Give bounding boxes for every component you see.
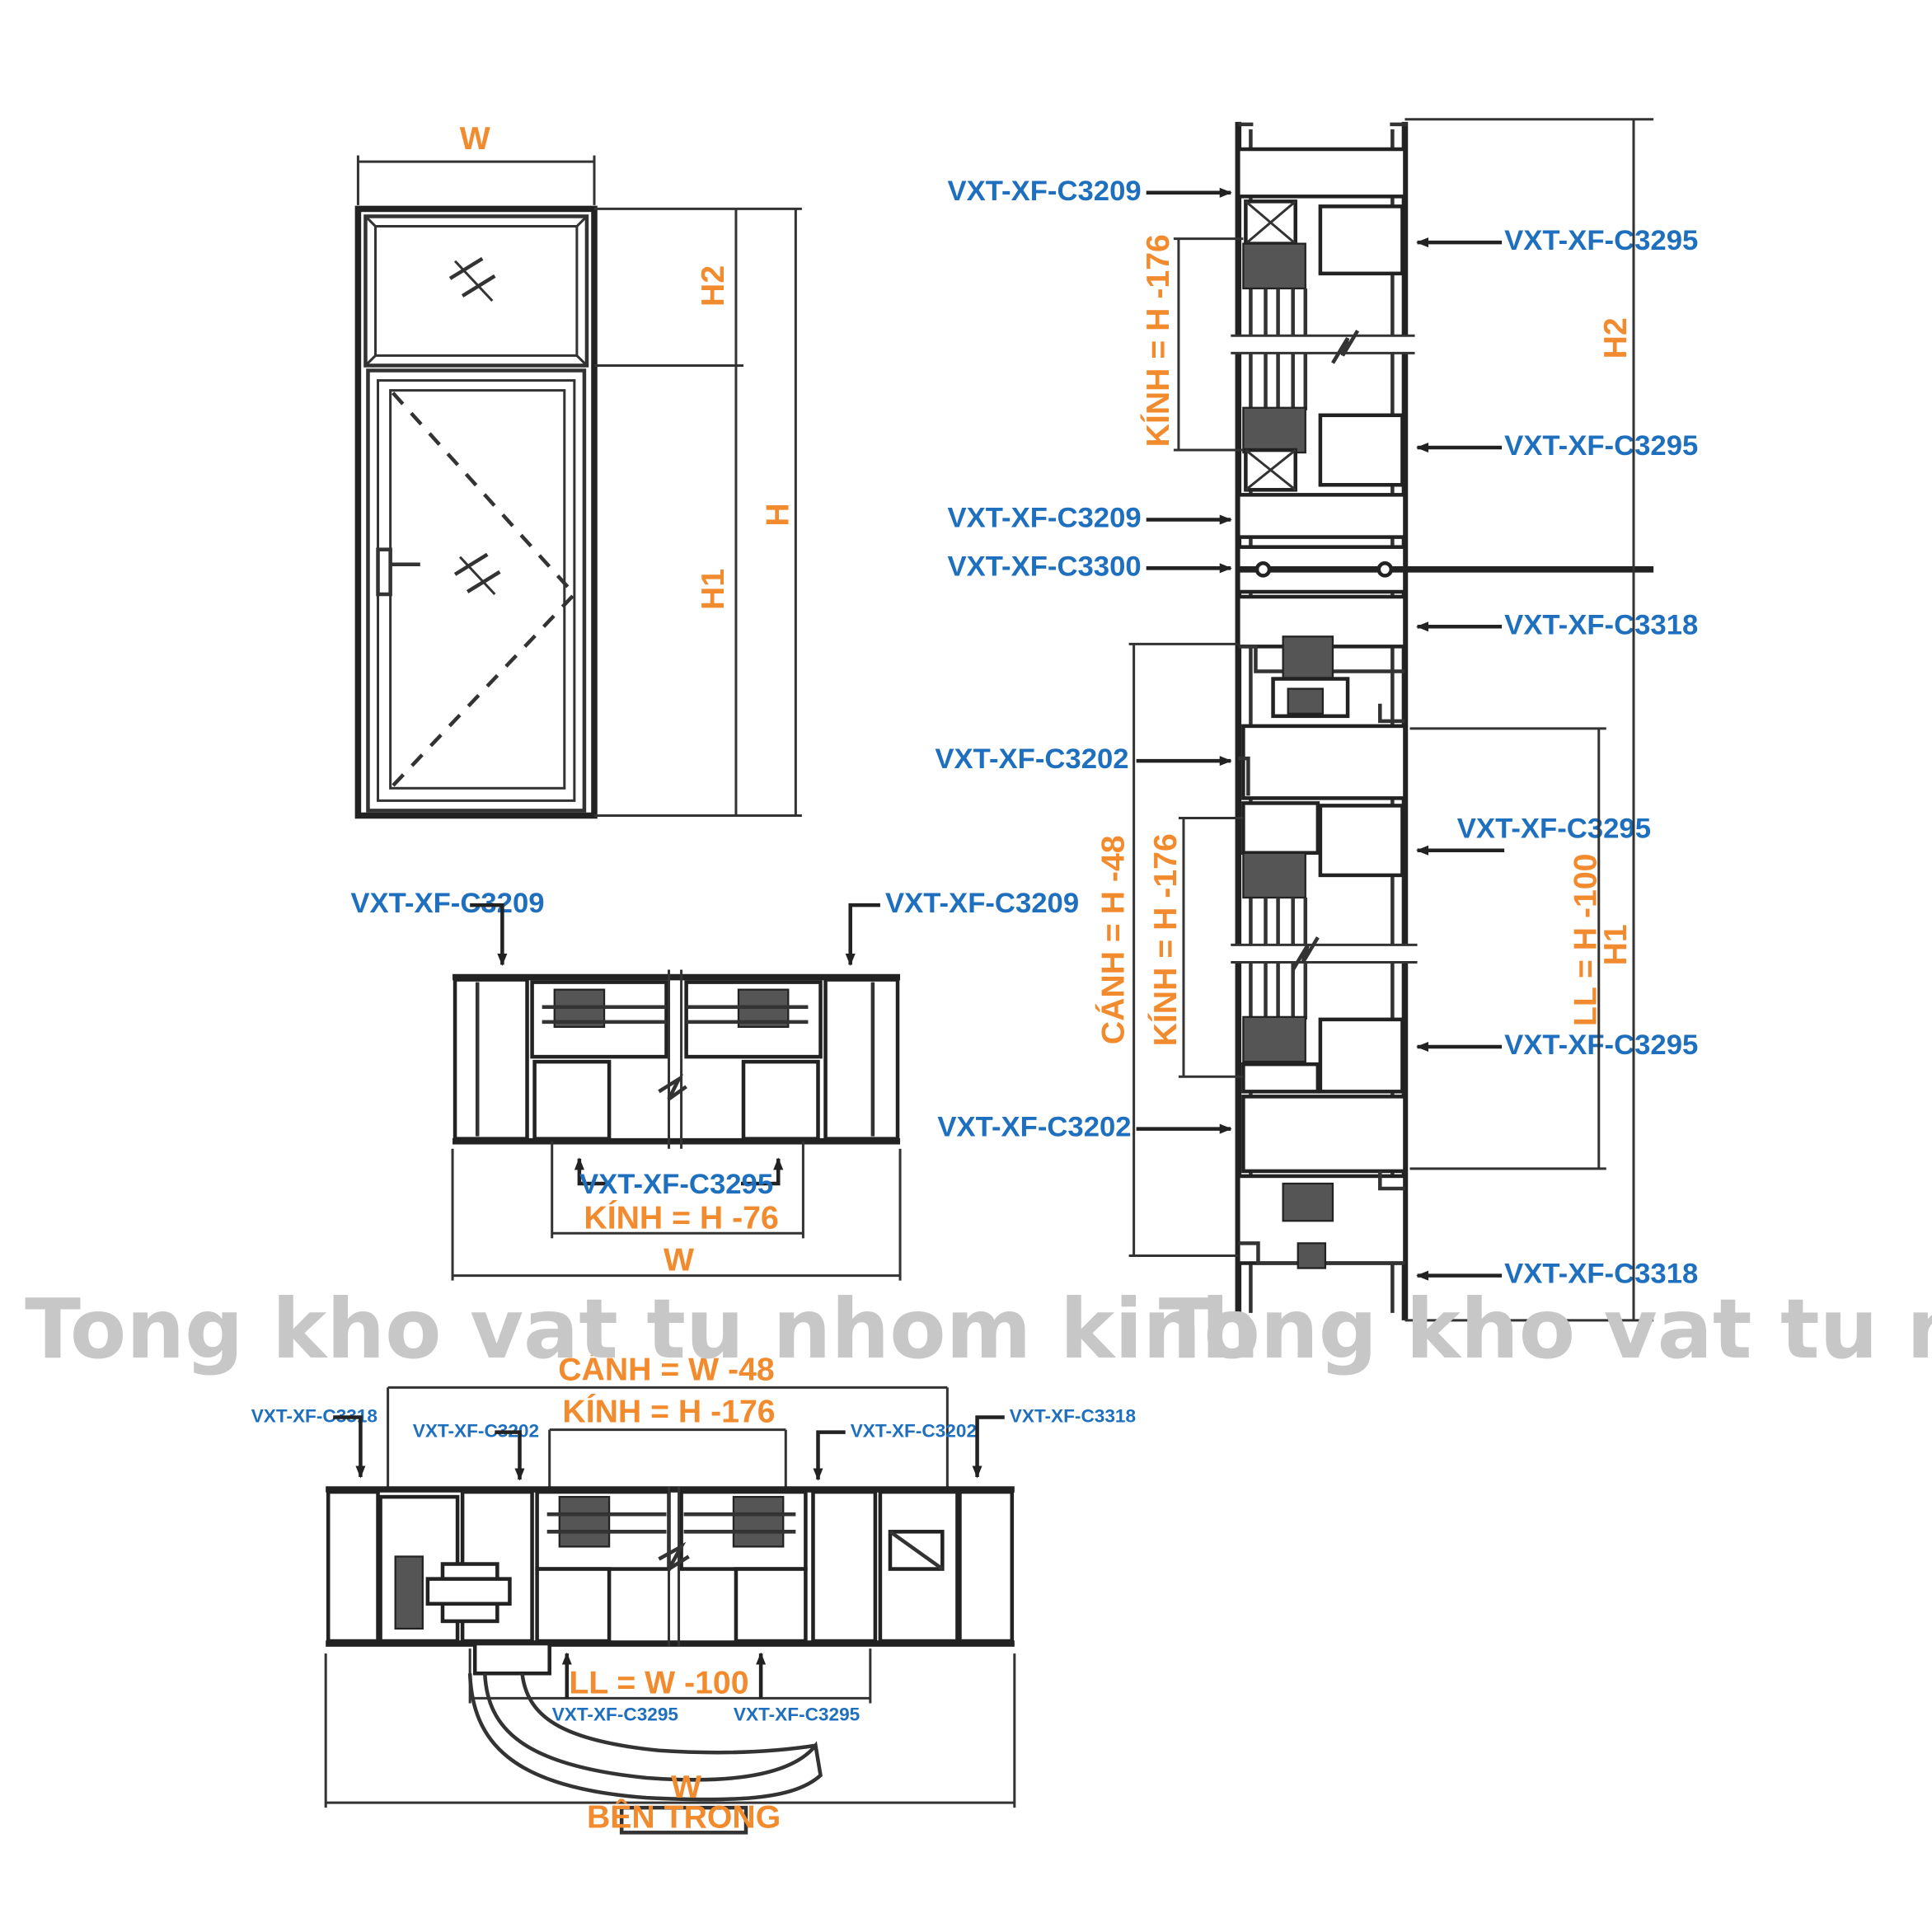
plan-inside-label: BÊN TRONG xyxy=(587,1798,781,1835)
vs-h2-label: H2 xyxy=(1598,317,1634,359)
vs-code-upper-bead-2: VXT-XF-C3295 xyxy=(1504,430,1698,462)
plan-code-outer-right: VXT-XF-C3318 xyxy=(1010,1406,1136,1427)
head-width-label: W xyxy=(664,1243,694,1278)
vs-h1-label: H1 xyxy=(1598,924,1634,965)
plan-sash-label: CÁNH = W -48 xyxy=(558,1351,774,1387)
vs-code-sash-frame-2: VXT-XF-C3202 xyxy=(937,1112,1131,1143)
vs-code-top-frame: VXT-XF-C3209 xyxy=(947,176,1141,207)
elevation-width-label: W xyxy=(460,121,490,157)
vs-code-lower-bead-2: VXT-XF-C3295 xyxy=(1504,1029,1698,1061)
vs-code-sash-frame-1: VXT-XF-C3202 xyxy=(935,743,1128,775)
head-glass-label: KÍNH = H -76 xyxy=(584,1199,778,1236)
door-plan-section: CÁNH = W -48 KÍNH = H -176 VXT-XF-C3318 … xyxy=(251,1351,1136,1835)
elevation-h-label: H xyxy=(760,503,795,526)
vs-upper-glass-label: KÍNH = H -176 xyxy=(1140,234,1176,447)
vs-code-sash-bottom: VXT-XF-C3318 xyxy=(1504,1259,1698,1290)
vs-ll-label: LL = H -100 xyxy=(1569,854,1604,1027)
vs-sash-label: CÁNH = H -48 xyxy=(1095,835,1132,1044)
plan-width-label: W xyxy=(671,1770,701,1805)
vs-code-sash-top: VXT-XF-C3318 xyxy=(1504,609,1698,640)
plan-code-bead-left: VXT-XF-C3295 xyxy=(552,1705,678,1725)
vs-code-transom: VXT-XF-C3300 xyxy=(947,551,1141,582)
head-code-bottom: VXT-XF-C3295 xyxy=(579,1169,773,1200)
plan-code-inner-right: VXT-XF-C3202 xyxy=(851,1421,977,1442)
plan-glass-label: KÍNH = H -176 xyxy=(562,1394,775,1430)
elevation-h1-label: H1 xyxy=(696,569,731,610)
vs-code-upper-bead-1: VXT-XF-C3295 xyxy=(1504,225,1698,256)
plan-code-bead-right: VXT-XF-C3295 xyxy=(734,1705,860,1725)
vs-code-lower-bead-1: VXT-XF-C3295 xyxy=(1457,814,1651,845)
vertical-section: VXT-XF-C3209 VXT-XF-C3209 VXT-XF-C3300 V… xyxy=(935,118,1698,1322)
watermark-left: Tong kho vat tu nhom kinh xyxy=(25,1283,1259,1377)
watermark-right: Tong kho vat tu nhom kinh xyxy=(1159,1283,1932,1377)
head-code-right: VXT-XF-C3209 xyxy=(885,888,1079,919)
vs-lower-glass-label: KÍNH = H -176 xyxy=(1147,833,1184,1046)
vs-code-mid-frame: VXT-XF-C3209 xyxy=(947,503,1141,534)
head-code-left: VXT-XF-C3209 xyxy=(350,888,544,919)
transom-plan-section: VXT-XF-C3209 VXT-XF-C3209 VXT-XF-C3295 K xyxy=(350,888,1079,1281)
door-elevation: W H2 H1 H xyxy=(354,121,802,819)
elevation-h2-label: H2 xyxy=(696,265,731,307)
plan-ll-label: LL = W -100 xyxy=(569,1665,748,1700)
